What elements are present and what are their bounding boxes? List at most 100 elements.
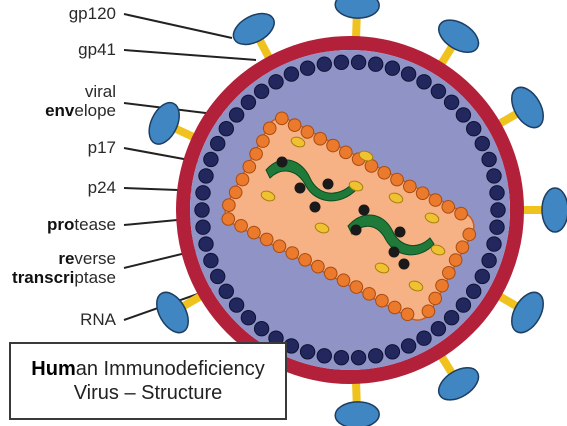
p24-bead <box>228 185 243 200</box>
p24-bead <box>275 111 289 126</box>
p17-bead <box>218 121 235 137</box>
p24-bead <box>428 291 443 306</box>
p17-bead <box>198 236 214 252</box>
p24-bead <box>403 179 417 194</box>
p17-bead <box>203 252 219 269</box>
p17-bead <box>368 56 384 72</box>
label-protease-rest: tease <box>74 215 116 234</box>
p17-bead <box>489 219 505 235</box>
p17-bead <box>430 321 447 337</box>
p17-bead <box>283 66 300 82</box>
p24-bead <box>462 227 477 242</box>
gp120-head <box>541 187 567 233</box>
p24-bead <box>300 125 315 139</box>
p24-bead <box>448 253 463 267</box>
p24-bead <box>234 218 248 233</box>
protease-molecules <box>260 136 446 292</box>
p17-bead <box>228 107 245 123</box>
p17-bead <box>253 83 270 100</box>
p17-bead <box>203 151 219 168</box>
p24-bead <box>221 212 236 226</box>
p17-bead <box>474 135 490 152</box>
p17-bead <box>430 83 447 100</box>
p17-bead <box>195 219 211 235</box>
p17-bead <box>489 185 505 201</box>
p17-bead <box>490 202 506 218</box>
p17-bead <box>194 202 210 218</box>
p24-bead <box>442 266 456 280</box>
p17-bead <box>198 168 214 184</box>
p17-matrix-beads <box>194 54 506 366</box>
p17-bead <box>316 348 332 364</box>
viral-envelope <box>176 36 524 384</box>
p24-bead <box>390 172 404 187</box>
label-viral-envelope-bold: env <box>45 101 75 120</box>
label-p17: p17 <box>87 138 116 157</box>
p17-bead <box>486 168 502 184</box>
p24-capsid-beads <box>221 111 477 322</box>
p17-bead <box>466 283 482 299</box>
p24-bead <box>313 131 328 146</box>
label-reverse-bold: re <box>58 249 75 268</box>
p17-bead <box>195 185 211 201</box>
p17-bead <box>240 310 257 326</box>
title-bold: Hum <box>31 358 76 380</box>
p24-bead <box>326 138 340 153</box>
p24-bead <box>400 307 415 322</box>
p24-bead <box>272 239 287 254</box>
gp120-head <box>437 367 480 401</box>
p24-bead <box>375 293 389 308</box>
p24-bead <box>435 278 449 293</box>
label-transcriptase-rest: ptase <box>74 268 116 287</box>
gp120-head <box>232 12 275 46</box>
p24-bead <box>415 186 430 201</box>
p24-bead <box>421 304 436 319</box>
p17-bead <box>253 321 270 337</box>
p24-bead <box>349 280 364 294</box>
p17-bead <box>455 297 472 313</box>
label-viral-envelope: viral envelope <box>45 82 116 120</box>
p17-bead <box>466 121 482 137</box>
p24-bead <box>311 259 325 274</box>
label-gp120: gp120 <box>68 4 116 23</box>
p17-bead <box>316 56 332 72</box>
p17-bead <box>400 66 417 82</box>
p17-bead <box>350 350 367 366</box>
title-line-1: Human Immunodeficiency <box>11 357 285 381</box>
p24-bead <box>285 246 300 260</box>
p17-bead <box>400 338 417 354</box>
p17-bead <box>218 283 235 299</box>
p24-bead <box>336 273 351 288</box>
p17-bead <box>368 348 384 364</box>
label-viral-envelope-rest: elope <box>74 101 116 120</box>
p17-bead <box>481 252 497 269</box>
title-line-2: Virus – Structure <box>73 382 223 404</box>
gp120-head <box>511 291 544 334</box>
p17-bead <box>299 60 316 76</box>
diagram-title-box: Human Immunodeficiency Virus – Structure <box>9 342 287 420</box>
p17-bead <box>210 268 226 285</box>
label-p24: p24 <box>87 178 116 197</box>
p24-bead <box>256 134 270 148</box>
p24-bead <box>262 121 277 136</box>
p17-bead <box>486 236 502 252</box>
p24-bead <box>387 300 402 315</box>
p24-bead <box>364 159 379 173</box>
gp120-head <box>148 101 180 145</box>
p17-bead <box>384 60 401 76</box>
p17-bead <box>416 330 432 346</box>
p17-bead <box>299 344 316 360</box>
p24-bead <box>242 159 257 174</box>
p24-bead <box>454 206 468 221</box>
p24-bead <box>428 193 443 207</box>
p17-bead <box>474 268 490 285</box>
p17-bead <box>333 350 350 366</box>
p24-bead <box>362 287 376 301</box>
label-gp41: gp41 <box>78 40 116 59</box>
gp120-head <box>334 0 380 19</box>
gp120-head <box>156 291 189 334</box>
p17-bead <box>416 74 432 90</box>
p24-bead <box>323 266 338 281</box>
label-transcriptase-bold: transcri <box>12 268 75 287</box>
